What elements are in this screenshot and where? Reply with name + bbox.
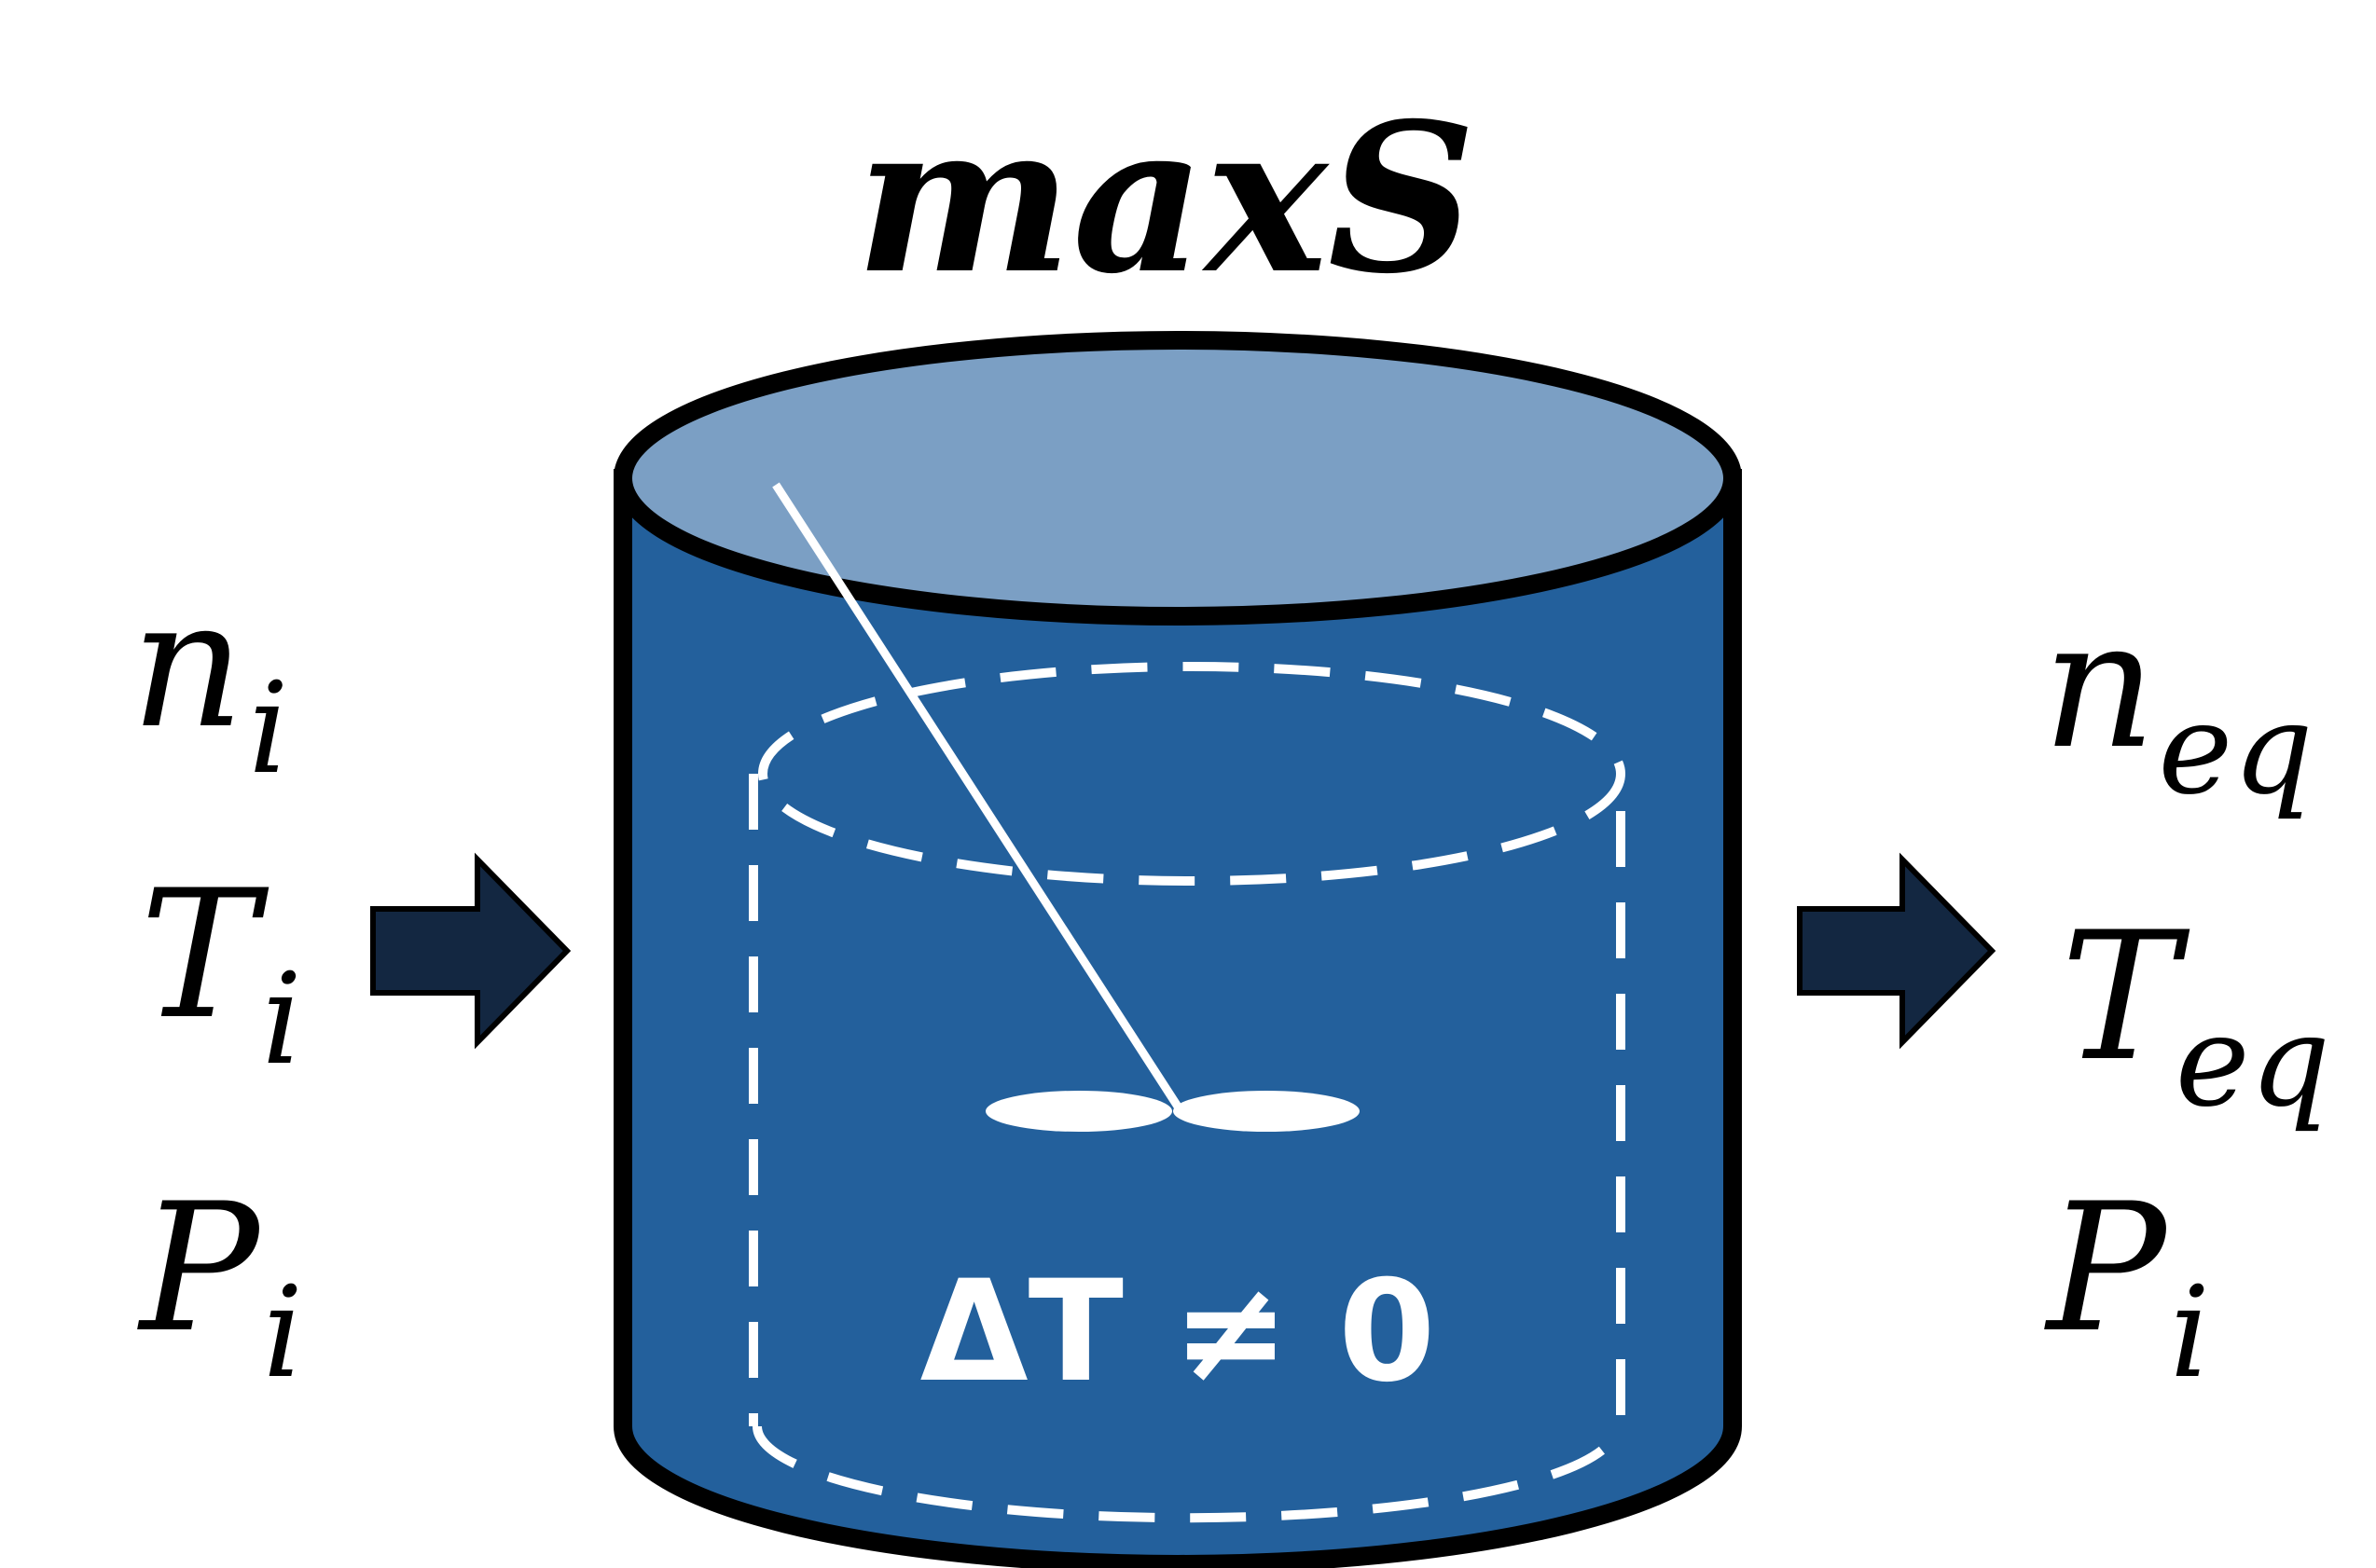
output-P-symbol: P [2044, 1165, 2169, 1371]
stirrer-blade-left [986, 1091, 1172, 1132]
output-n: neq [2042, 582, 2314, 822]
output-P: Pi [2044, 1165, 2210, 1406]
output-P-subscript: i [2170, 1259, 2210, 1406]
tank: ΔT ≠ 0 [614, 331, 1742, 1568]
input-P-symbol: P [137, 1165, 262, 1371]
output-T: Teq [2061, 894, 2330, 1135]
stirrer [772, 482, 1360, 1132]
input-P-subscript: i [263, 1259, 303, 1406]
output-n-subscript: eq [2158, 676, 2313, 822]
tank-top [614, 331, 1742, 626]
input-n-subscript: i [248, 655, 288, 802]
input-P: Pi [137, 1165, 303, 1406]
stirrer-shaft [772, 482, 1183, 1112]
control-volume [749, 662, 1625, 1523]
output-T-subscript: eq [2176, 988, 2330, 1135]
stirrer-blade-right [1173, 1091, 1360, 1132]
input-T: Ti [140, 852, 302, 1093]
input-variables: ni Ti Pi [131, 561, 303, 1406]
control-volume-bottom [753, 1425, 1622, 1523]
input-T-symbol: T [140, 852, 269, 1058]
input-arrow [370, 852, 572, 1050]
control-volume-top [758, 662, 1625, 886]
output-T-symbol: T [2061, 894, 2190, 1100]
input-T-subscript: i [262, 946, 302, 1093]
output-variables: neq Teq Pi [2042, 582, 2330, 1406]
input-n: ni [131, 561, 289, 802]
diagram-title: maxS [855, 77, 1475, 319]
condition-label: ΔT ≠ 0 [920, 1251, 1436, 1413]
tank-body [614, 469, 1742, 1568]
output-arrow [1797, 852, 1996, 1050]
output-n-symbol: n [2042, 582, 2156, 788]
input-n-symbol: n [131, 561, 244, 767]
